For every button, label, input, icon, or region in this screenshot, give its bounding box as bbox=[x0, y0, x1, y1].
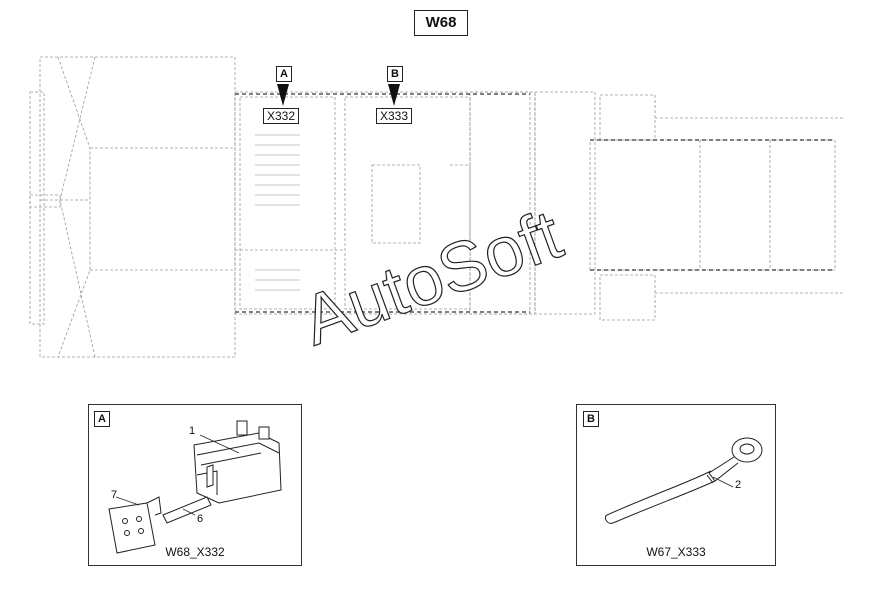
callout-a-letter: A bbox=[276, 66, 292, 82]
part-number-1: 1 bbox=[189, 425, 196, 437]
detail-b-caption: W67_X333 bbox=[646, 545, 706, 559]
callout-b-pointer bbox=[388, 84, 400, 106]
callout-b-connector: X333 bbox=[376, 108, 413, 124]
ring-terminal-drawing bbox=[604, 437, 763, 524]
callout-a-connector: X332 bbox=[263, 108, 300, 124]
detail-a-letter: A bbox=[94, 411, 110, 427]
part-number-7: 7 bbox=[111, 489, 118, 501]
connector-drawing bbox=[108, 420, 282, 554]
part-number-2: 2 bbox=[735, 479, 742, 491]
callout-b-letter: B bbox=[387, 66, 403, 82]
part-number-6: 6 bbox=[197, 513, 204, 525]
detail-panel-b: B 2 W67_X333 bbox=[576, 404, 776, 566]
callout-a-pointer bbox=[277, 84, 289, 106]
detail-b-letter: B bbox=[583, 411, 599, 427]
detail-panel-a: A 1 7 6 W68_X332 bbox=[88, 404, 302, 566]
watermark-text: AutoSoft bbox=[292, 195, 571, 360]
detail-a-caption: W68_X332 bbox=[165, 545, 225, 559]
diagram-title: W68 bbox=[414, 10, 468, 36]
